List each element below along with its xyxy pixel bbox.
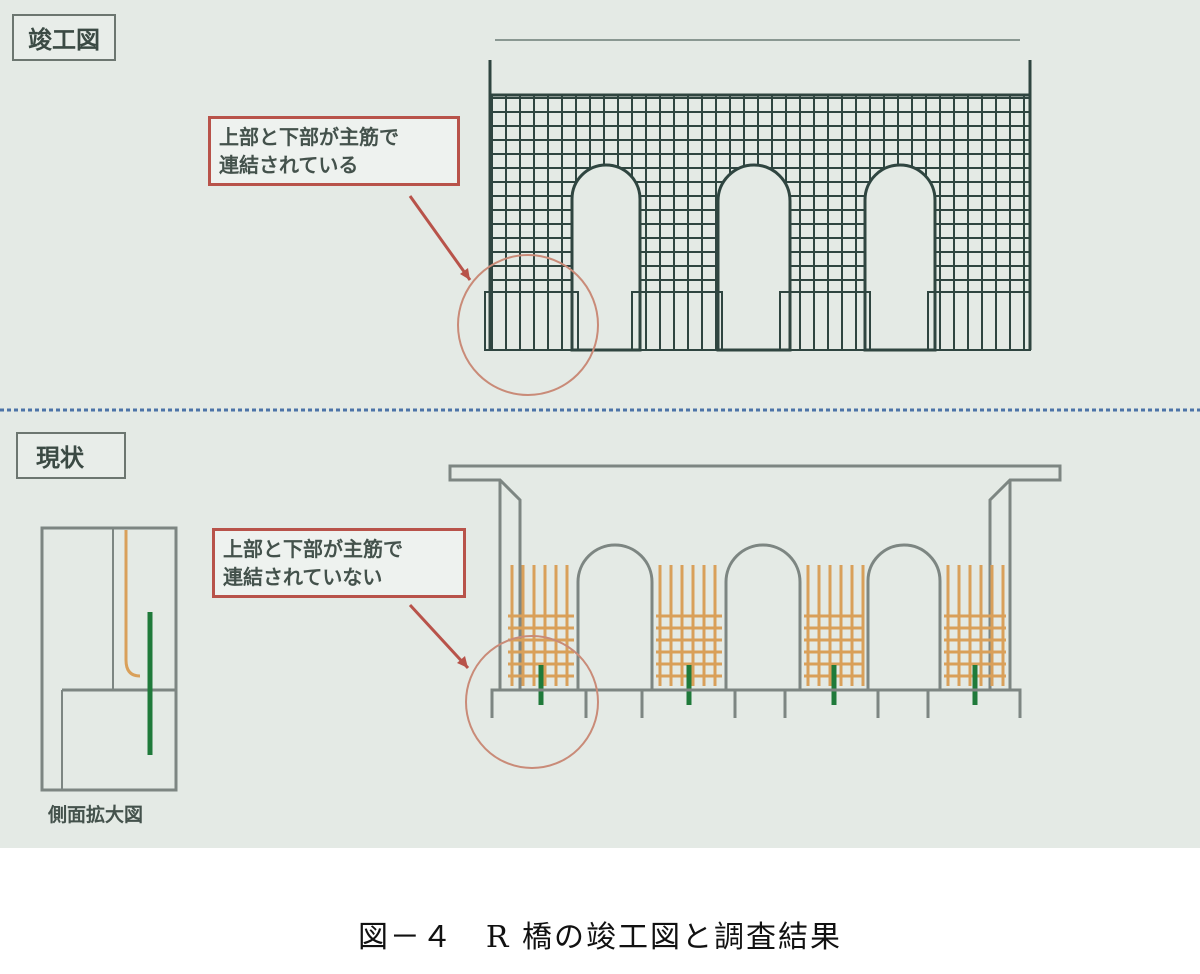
side-view-caption: 側面拡大図 [48, 804, 144, 826]
arch-opening [866, 543, 942, 690]
arrow-head [457, 656, 468, 668]
footing [490, 688, 588, 718]
figure-caption: 図－４ R 橋の竣工図と調査結果 [357, 920, 843, 955]
callout-line-2: 連結されている [219, 153, 359, 177]
as-built-label: 竣工図 [12, 14, 116, 61]
footing [631, 291, 723, 351]
footing [484, 291, 579, 351]
side-view-rebar [124, 530, 141, 678]
bridge-diagram [0, 39, 1200, 792]
callout-arrow [408, 603, 470, 670]
footing [927, 291, 1031, 351]
footing [783, 688, 880, 718]
callout-line-2: 連結されていない [223, 565, 383, 589]
as-built-callout: 上部と下部が主筋で 連結されている [208, 116, 460, 186]
footing [926, 688, 1022, 718]
arch-opening [576, 543, 654, 690]
footing [779, 291, 871, 351]
highlight-circle [457, 254, 599, 396]
callout-arrow [408, 195, 472, 281]
current-state-callout: 上部と下部が主筋で 連結されていない [212, 528, 466, 598]
side-view-frame [40, 526, 178, 792]
arch-opening [863, 163, 937, 352]
current-state-label: 現状 [16, 432, 126, 479]
arch-opening [724, 543, 802, 690]
arch-opening [716, 163, 792, 352]
callout-line-1: 上部と下部が主筋で [219, 125, 399, 149]
callout-line-1: 上部と下部が主筋で [223, 537, 403, 561]
figure-panel [0, 0, 1200, 848]
arch-opening [570, 163, 642, 352]
highlight-circle [465, 635, 599, 769]
arrow-head [460, 268, 470, 280]
footing [640, 688, 737, 718]
